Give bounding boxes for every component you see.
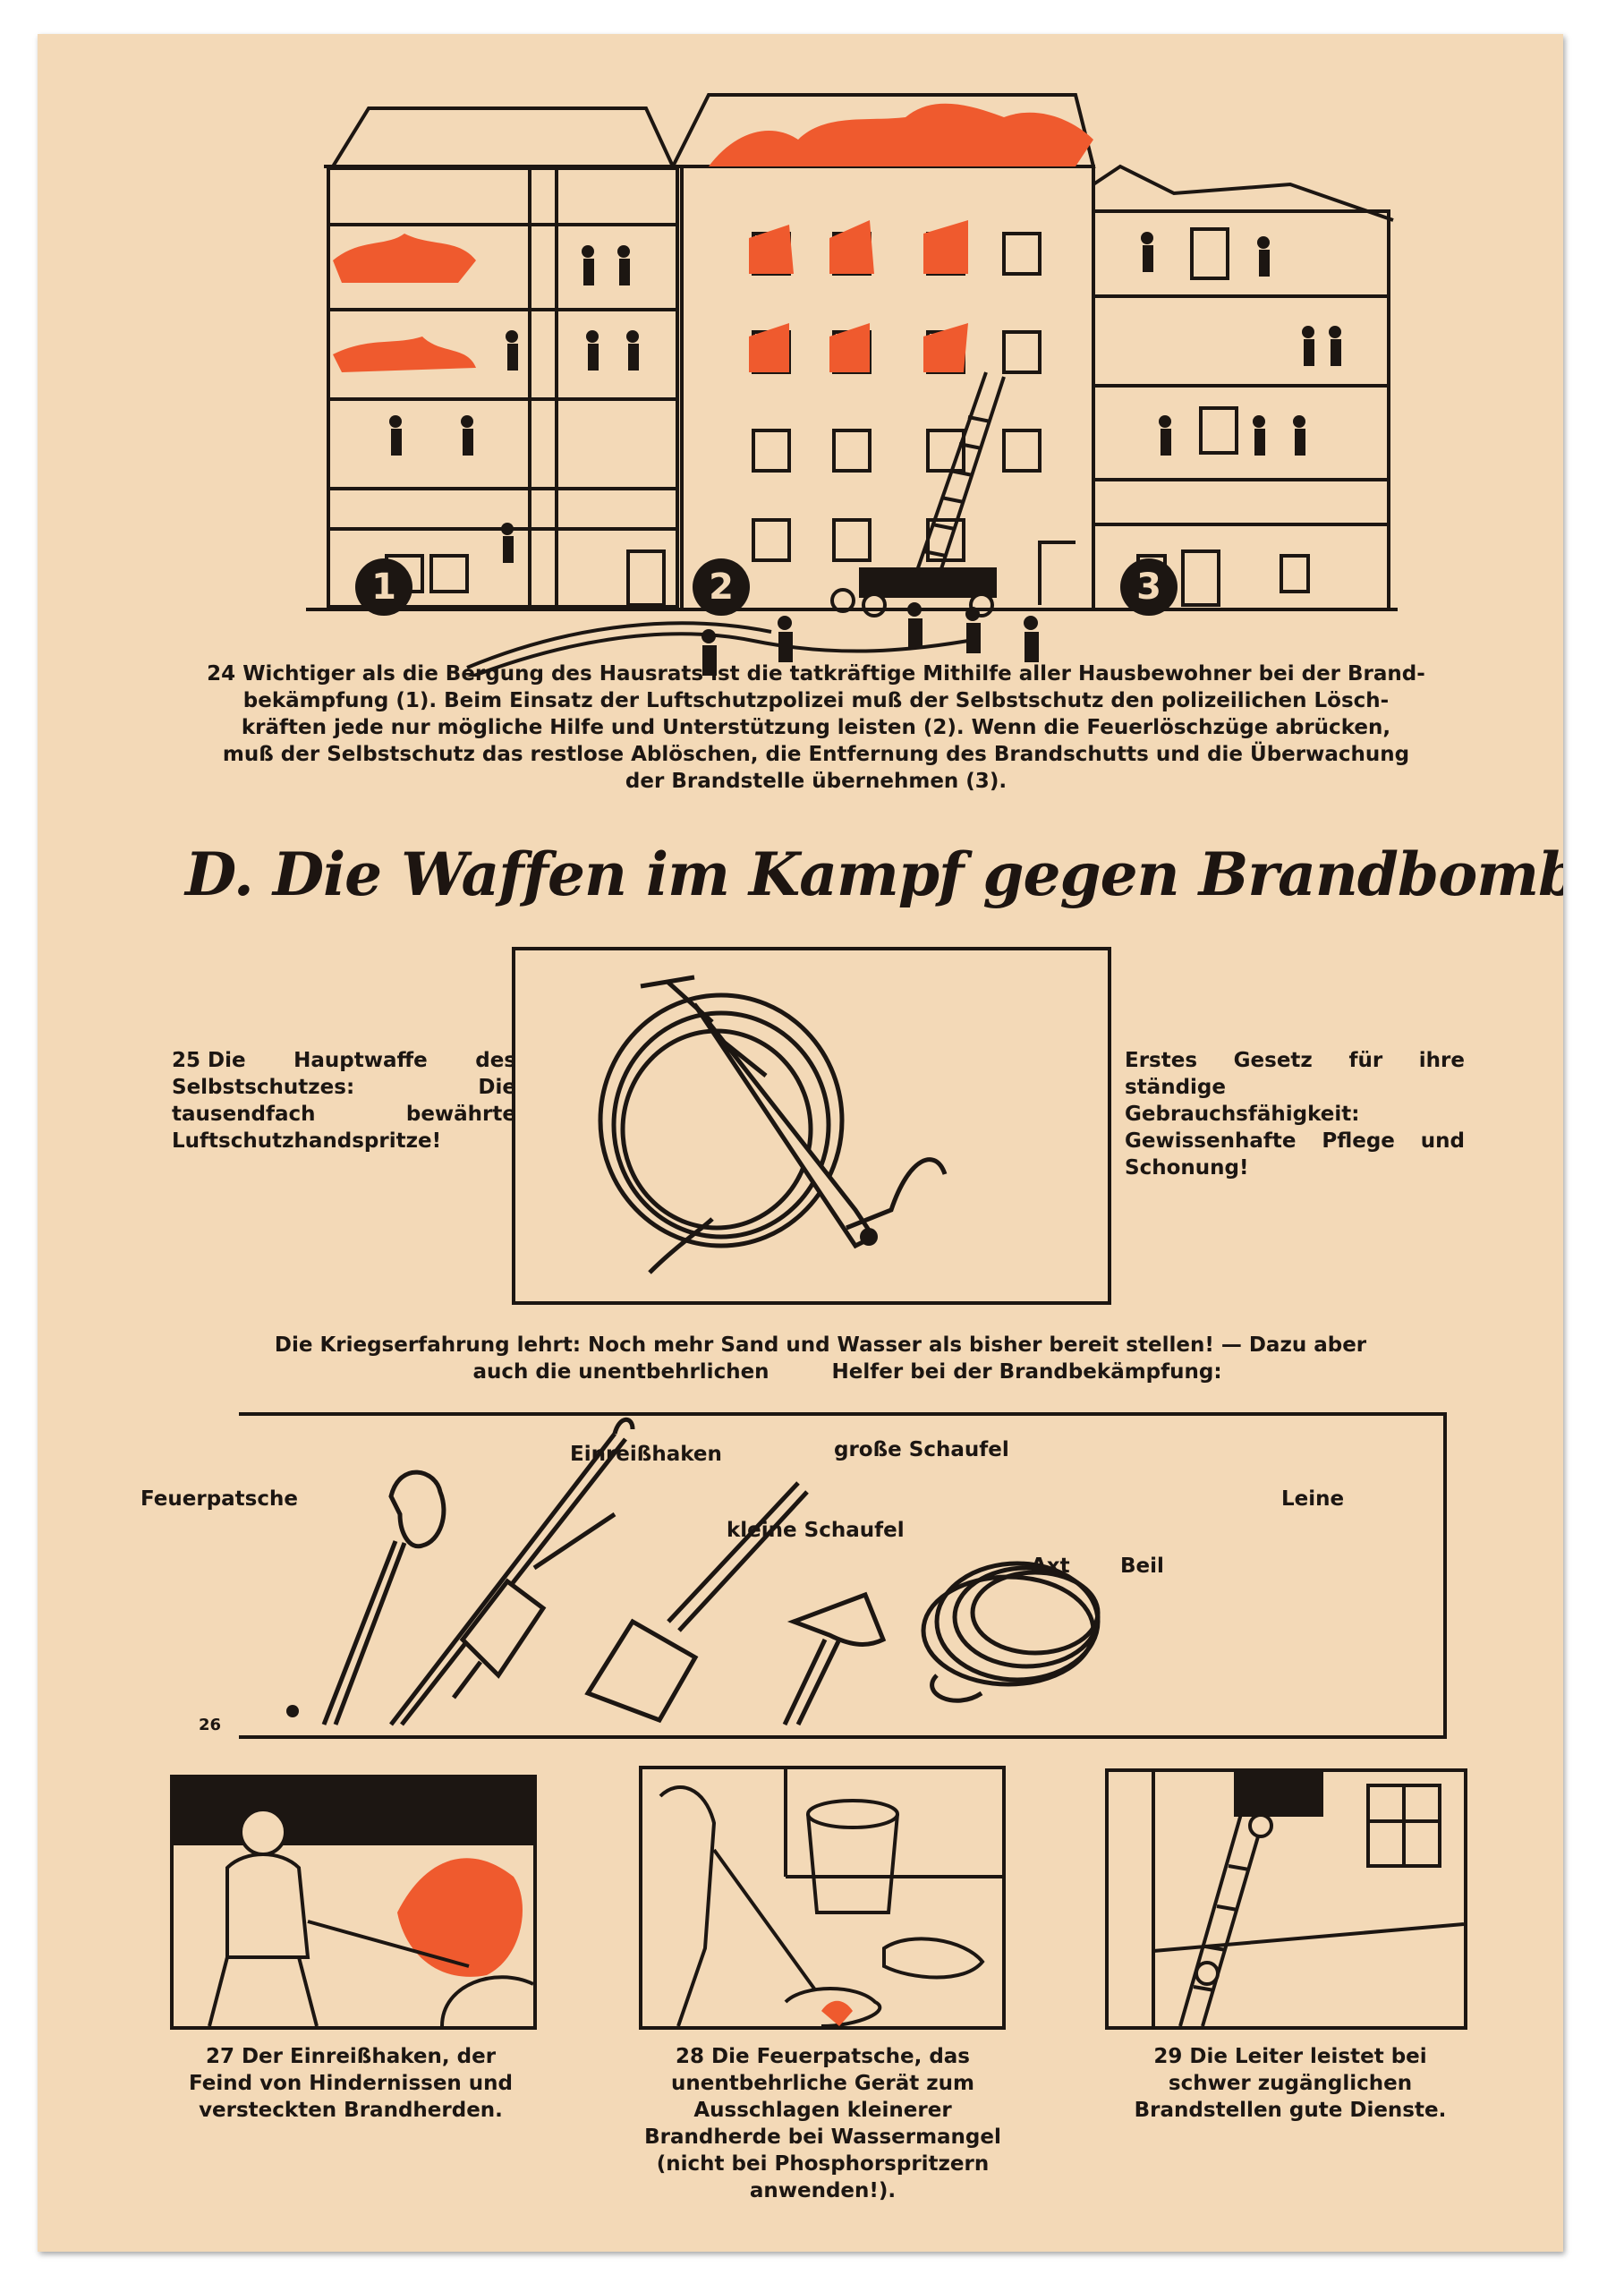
tools-drawing (286, 1417, 1101, 1726)
marker-1: 1 (355, 558, 412, 616)
figure-26-number: 26 (199, 1716, 222, 1734)
figure-24-number: 24 (207, 662, 236, 686)
hand-pump-drawing (598, 975, 948, 1274)
figure-24-caption-line-1: Wichtiger als die Bergung des Hausrats i… (242, 662, 1425, 686)
figure-27-frame (170, 1775, 537, 2030)
experience-text: Die Kriegserfahrung lehrt: Noch mehr San… (154, 1332, 1487, 1385)
figure-28-frame (639, 1766, 1006, 2030)
marker-2: 2 (693, 558, 750, 616)
figure-26-frame: Feuerpatsche Einreißhaken große Schaufel… (140, 1412, 1447, 1739)
figure-24-illustration: 1 2 3 (288, 68, 1416, 677)
figure-27-number: 27 (205, 2045, 234, 2068)
figure-29-number: 29 (1153, 2045, 1183, 2068)
tool-label-einreisshaken: Einreißhaken (570, 1443, 722, 1466)
figure-24-caption-line-5: der Brandstelle übernehmen (3). (625, 770, 1008, 793)
tool-label-axt: Axt (1031, 1555, 1070, 1578)
tool-label-beil: Beil (1120, 1555, 1164, 1578)
experience-line-1: Die Kriegserfahrung lehrt: Noch mehr San… (274, 1333, 1367, 1357)
figure-24-caption-line-2: bekämpfung (1). Beim Einsatz der Luftsch… (242, 689, 1390, 712)
figure-25-frame (512, 947, 1111, 1305)
tool-label-feuerpatsche: Feuerpatsche (140, 1487, 298, 1511)
figure-29-frame (1105, 1768, 1467, 2030)
tool-label-kleine-schaufel: kleine Schaufel (727, 1519, 905, 1542)
experience-line-2b: Helfer bei der Brandbekämpfung: (831, 1360, 1222, 1384)
section-heading: D. Die Waffen im Kampf gegen Brandbomben… (185, 839, 1563, 909)
figure-28-number: 28 (676, 2045, 705, 2068)
houses-fire-drawing (306, 93, 1398, 677)
tool-label-leine: Leine (1281, 1487, 1345, 1511)
figure-25-right-text: Erstes Gesetz für ihre ständige Gebrauch… (1125, 1049, 1465, 1180)
beater-scene-drawing (659, 1769, 1002, 2026)
figure-24-caption-line-4: muß der Selbstschutz das restlose Ablösc… (222, 743, 1410, 766)
marker-3: 3 (1120, 558, 1178, 616)
figure-24-caption-line-3: kräften jede nur mögliche Hilfe und Unte… (241, 716, 1391, 739)
hook-scene-drawing (174, 1778, 533, 2026)
ladder-scene-drawing (1152, 1772, 1464, 2026)
figure-25-number: 25 (172, 1049, 201, 1072)
tool-label-grosse-schaufel: große Schaufel (834, 1438, 1009, 1461)
experience-line-2a: auch die unentbehrlichen (472, 1360, 769, 1384)
